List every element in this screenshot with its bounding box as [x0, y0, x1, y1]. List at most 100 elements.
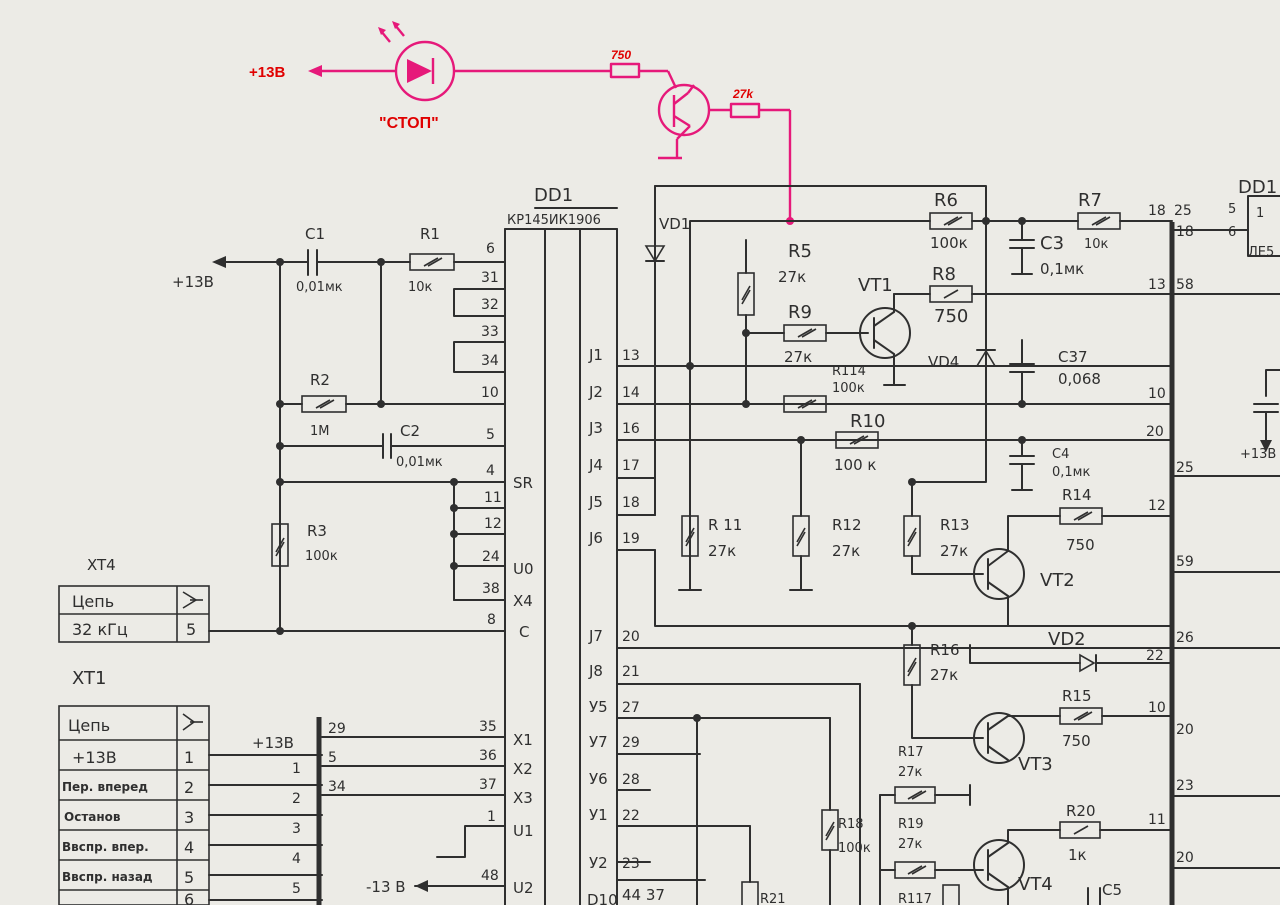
transistor-vt3 — [973, 712, 1025, 764]
dd1-func: X1 — [513, 731, 533, 749]
right-chip-pin-5: 5 — [1228, 202, 1236, 217]
dd1-pin: 11 — [484, 490, 502, 506]
c5-label: C5 — [1102, 881, 1122, 899]
right-chip-pin-6: 6 — [1228, 225, 1236, 240]
dd1-chip — [321, 207, 1173, 905]
xt1-bus-pin: 1 — [292, 761, 301, 777]
bus-right-label: 12 — [1148, 498, 1166, 514]
xt4-table — [58, 585, 210, 643]
c2-label: C2 — [400, 422, 420, 440]
dd1-extra-pins: 44 37 — [622, 886, 665, 904]
dd1-pin: 35 — [479, 719, 497, 735]
resistor-27k-added-label: 27k — [732, 87, 754, 101]
bus-right-label: 20 — [1176, 850, 1194, 866]
dd1-pin: 34 — [481, 353, 499, 369]
bus-right-label: 25 — [1174, 203, 1192, 219]
xt1-bus-pin: 5 — [292, 881, 301, 897]
c3-value: 0,1мк — [1040, 260, 1084, 278]
dd1-pin: 10 — [481, 385, 499, 401]
vt3-label: VT3 — [1018, 754, 1053, 775]
c37-label: C37 — [1058, 348, 1088, 366]
added-transistor — [657, 83, 711, 137]
vd2-label: VD2 — [1048, 629, 1086, 650]
dd1-right-pin: 22 — [622, 808, 640, 824]
r1-label: R1 — [420, 225, 440, 243]
r7-value: 10к — [1084, 237, 1109, 252]
xt1-title: XT1 — [72, 668, 106, 689]
resistor-r21 — [741, 881, 759, 905]
dd1-pin: 33 — [481, 324, 499, 340]
bus-right-label: 10 — [1148, 700, 1166, 716]
r17-value: 27к — [898, 765, 923, 780]
dd1-pin: 24 — [482, 549, 500, 565]
pink-labels: +13В "СТОП" 750 27k — [249, 48, 754, 132]
bus-right-label: 10 — [1148, 386, 1166, 402]
r16-label: R16 — [930, 641, 960, 659]
dd1-pin: 8 — [487, 612, 496, 628]
r7-label: R7 — [1078, 190, 1102, 211]
xt1-row-1-pin: 1 — [184, 748, 194, 767]
xt1-row-5-label: Ввспр. назад — [62, 870, 153, 884]
resistor-r11 — [681, 515, 699, 557]
dd1-func: X2 — [513, 760, 533, 778]
dd1-right-name: У7 — [589, 733, 608, 751]
control-section — [616, 185, 1280, 905]
vt4-label: VT4 — [1018, 874, 1053, 895]
dd1-right-pin: 20 — [622, 629, 640, 645]
r2-value: 1М — [310, 424, 330, 439]
xt4-row-label: 32 кГц — [72, 620, 128, 639]
dd1-part: КР145ИК1906 — [507, 213, 601, 228]
bus-right-label: 59 — [1176, 554, 1194, 570]
bus-right-label: 23 — [1176, 778, 1194, 794]
xt1-table — [58, 705, 323, 905]
r18-value: 100к — [838, 841, 871, 856]
dd1-right-name: J8 — [588, 662, 603, 680]
c3-label: C3 — [1040, 233, 1064, 254]
dd1-right-pin: 17 — [622, 458, 640, 474]
dd1-right-name: J5 — [588, 493, 603, 511]
right-plus13v-label: +13В — [1240, 447, 1276, 462]
r10-value: 100 к — [834, 456, 876, 474]
bus-label: 29 — [328, 721, 346, 737]
dd1-right-name: J4 — [588, 456, 603, 474]
right-chip-pin-1: 1 — [1256, 206, 1264, 221]
dd1-right-pin: 27 — [622, 700, 640, 716]
dd1-func: U0 — [513, 560, 534, 578]
r6-label: R6 — [934, 190, 958, 211]
r3-value: 100к — [305, 549, 338, 564]
bus-right-label: 20 — [1176, 722, 1194, 738]
main-labels: +13В C1 0,01мк R1 10к R2 1М C2 0,01мк R3… — [62, 177, 1277, 905]
r15-value: 750 — [1062, 732, 1091, 750]
c1-label: C1 — [305, 225, 325, 243]
xt1-bus-pin: 2 — [292, 791, 301, 807]
dd1-func: X3 — [513, 789, 533, 807]
dd1-right-pin: 13 — [622, 348, 640, 364]
transistor-vt1 — [859, 307, 911, 359]
r9-label: R9 — [788, 302, 812, 323]
r15-label: R15 — [1062, 687, 1092, 705]
right-chip-part: ЛЕ5 — [1248, 245, 1274, 260]
dd1-func: U1 — [513, 822, 534, 840]
bus-label: 34 — [328, 779, 346, 795]
r19-value: 27к — [898, 837, 923, 852]
r12-label: R12 — [832, 516, 862, 534]
xt1-row-6-pin: 6 — [184, 890, 194, 905]
dd1-right-name: У5 — [589, 698, 608, 716]
transistor-vt2 — [973, 548, 1025, 600]
dd1-func: C — [519, 623, 529, 641]
resistor-r3 — [271, 523, 289, 567]
c1-value: 0,01мк — [296, 280, 343, 295]
r20-label: R20 — [1066, 802, 1096, 820]
r14-label: R14 — [1062, 486, 1092, 504]
dd1-right-pin: 14 — [622, 385, 640, 401]
dd1-right-name: У2 — [589, 854, 608, 872]
xt4-title: XT4 — [87, 556, 116, 574]
c4-value: 0,1мк — [1052, 465, 1090, 480]
xt1-bus-pin: 4 — [292, 851, 301, 867]
xt4-header: Цепь — [72, 592, 114, 611]
xt1-row-3-label: Останов — [64, 810, 121, 824]
resistor-27k-added — [729, 102, 761, 119]
r16-value: 27к — [930, 666, 958, 684]
plus13v-input-label: +13В — [172, 273, 214, 291]
bus-right-label: 58 — [1176, 277, 1194, 293]
